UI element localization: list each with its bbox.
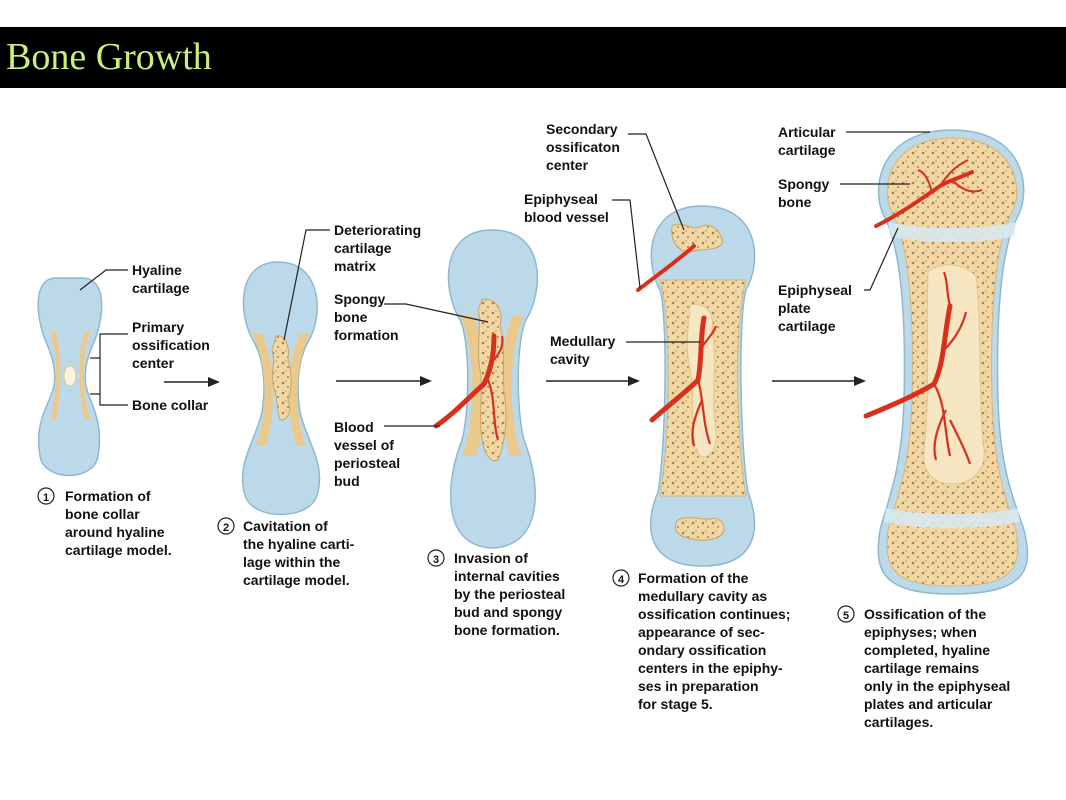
stage-1-bone xyxy=(37,277,103,477)
stage-3-number-badge: 3 xyxy=(427,549,445,567)
title-bar: Bone Growth xyxy=(0,27,1066,88)
arrow-stage-3-to-4 xyxy=(546,376,640,386)
svg-text:3: 3 xyxy=(433,554,439,566)
label-blood-vessel-periosteal-bud: Blood vessel of periosteal bud xyxy=(334,419,404,489)
stage-2-bone-collar-right xyxy=(288,334,310,446)
stage-3-periosteal-bud-vessel xyxy=(433,333,497,429)
stage-5-number-badge: 5 xyxy=(837,605,855,623)
stage-1-bone-collar-right xyxy=(79,332,90,420)
stage-3-caption: Invasion of internal cavities by the per… xyxy=(454,550,569,638)
stage-4-number-badge: 4 xyxy=(612,569,630,587)
stage-4-caption: Formation of the medullary cavity as oss… xyxy=(638,570,794,712)
stage-5-bone xyxy=(863,129,1029,595)
stage-5-epiphyseal-plate-top xyxy=(888,222,1016,242)
stage-2-number-badge: 2 xyxy=(217,517,235,535)
arrow-stage-4-to-5 xyxy=(772,376,866,386)
stage-1-leaders xyxy=(79,269,128,406)
label-spongy-bone: Spongy bone xyxy=(778,176,833,210)
stage-5-leaders xyxy=(840,131,930,291)
slide-title: Bone Growth xyxy=(6,36,212,78)
arrow-stage-2-to-3 xyxy=(336,376,432,386)
label-medullary-cavity: Medullary cavity xyxy=(550,333,619,367)
stage-3-bone-collar-right xyxy=(501,316,524,456)
label-spongy-bone-formation: Spongy bone formation xyxy=(334,291,399,343)
svg-text:4: 4 xyxy=(618,574,625,586)
stage-4-secondary-ossification-center-top xyxy=(671,223,723,253)
label-articular-cartilage: Articular cartilage xyxy=(778,124,839,158)
svg-text:5: 5 xyxy=(843,610,849,622)
stage-4-vessel-branches xyxy=(691,325,718,447)
stage-1-caption: Formation of bone collar around hyaline … xyxy=(65,488,172,558)
stage-5-epiphyseal-vessel xyxy=(874,170,974,228)
stage-2-bone-collar-left xyxy=(252,334,274,446)
label-bone-collar: Bone collar xyxy=(132,397,209,413)
label-epiphyseal-blood-vessel: Epiphyseal blood vessel xyxy=(524,191,609,225)
stage-5-vessel-branches xyxy=(933,271,972,465)
svg-text:1: 1 xyxy=(43,492,49,504)
label-hyaline-cartilage: Hyaline cartilage xyxy=(132,262,190,296)
stage-4-secondary-ossification-center-bottom xyxy=(674,517,725,541)
label-primary-ossification-center: Primary ossification center xyxy=(132,319,214,371)
stage-5-epiphyseal-vessel-branches xyxy=(917,159,983,193)
stage-5-caption: Ossification of the epiphyses; when comp… xyxy=(864,606,1014,730)
stage-3-vessel-branches xyxy=(486,335,504,441)
svg-text:2: 2 xyxy=(223,522,229,534)
stage-3-leaders xyxy=(384,303,489,427)
stage-4-epiphyseal-vessel xyxy=(636,244,696,292)
stage-2-caption: Cavitation of the hyaline carti- lage wi… xyxy=(243,518,358,588)
stage-3-spongy-bone xyxy=(477,298,507,462)
stage-5-epiphyseal-plate-bottom xyxy=(884,508,1020,528)
stage-2-leaders xyxy=(283,229,330,341)
stage-5-medullary-cavity xyxy=(923,264,985,485)
stage-2-deteriorating-matrix xyxy=(271,335,292,421)
label-epiphyseal-plate-cartilage: Epiphyseal plate cartilage xyxy=(778,282,856,334)
stage-4-leaders xyxy=(612,133,700,343)
stage-3-bone xyxy=(433,229,539,549)
stage-1-number-badge: 1 xyxy=(37,487,55,505)
stage-1-bone-collar-left xyxy=(50,332,61,420)
arrow-stage-1-to-2 xyxy=(164,377,220,387)
label-secondary-ossification-center: Secondary ossificaton center xyxy=(546,121,624,173)
stage-1-primary-ossification-center xyxy=(63,365,77,387)
stage-4-bone xyxy=(636,205,756,567)
label-deteriorating-cartilage-matrix: Deteriorating cartilage matrix xyxy=(334,222,425,274)
stage-2-bone xyxy=(241,261,321,516)
